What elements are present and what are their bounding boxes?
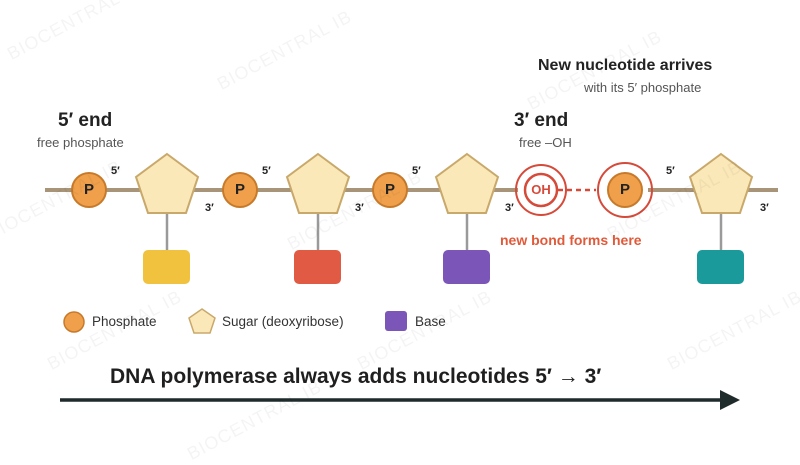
new-bond-note: new bond forms here: [500, 232, 642, 248]
legend-base-label: Base: [415, 314, 446, 329]
five-prime-label: 5′: [111, 165, 120, 177]
phosphate-circle: [71, 172, 107, 208]
incoming-phosphate-ring: [597, 162, 653, 218]
phosphate-symbol: P: [83, 181, 94, 198]
three-prime-label: 3′: [505, 202, 514, 214]
base-red: [294, 250, 341, 284]
five-prime-label: 5′: [412, 165, 421, 177]
sugar-pentagon: [434, 152, 500, 214]
legend-base-icon: [385, 311, 407, 331]
base-teal: [697, 250, 744, 284]
incoming-phosphate-symbol: P: [619, 181, 630, 198]
direction-caption: DNA polymerase always adds nucleotides 5…: [110, 365, 602, 388]
sugar-pentagon: [285, 152, 351, 214]
diagram-canvas: [45, 152, 778, 410]
five-prime-end-subtitle: free phosphate: [37, 135, 124, 150]
three-prime-label: 3′: [205, 202, 214, 214]
five-prime-label: 5′: [262, 165, 271, 177]
incoming-nucleotide-title: New nucleotide arrives: [538, 57, 713, 74]
legend-sugar-label: Sugar (deoxyribose): [222, 314, 344, 329]
hydroxyl-circle: [523, 172, 559, 208]
incoming-phosphate-circle: [607, 172, 643, 208]
hydroxyl-highlight-ring: [515, 164, 567, 216]
three-prime-label: 3′: [355, 202, 364, 214]
hydroxyl-symbol: OH: [531, 182, 551, 197]
sugar-pentagon: [134, 152, 200, 214]
base-purple: [443, 250, 490, 284]
base-yellow: [143, 250, 190, 284]
legend-phosphate-label: Phosphate: [92, 314, 157, 329]
phosphate-symbol: P: [234, 181, 245, 198]
phosphate-symbol: P: [384, 181, 395, 198]
phosphate-circle: [222, 172, 258, 208]
direction-arrow-head-icon: [720, 390, 740, 410]
legend-phosphate-icon: [63, 311, 85, 333]
incoming-nucleotide-subtitle: with its 5′ phosphate: [584, 80, 702, 95]
three-prime-label: 3′: [760, 202, 769, 214]
three-prime-end-title: 3′ end: [514, 110, 569, 131]
three-prime-end-subtitle: free –OH: [519, 135, 572, 150]
sugar-pentagon: [688, 152, 754, 214]
legend-sugar-icon: [188, 308, 216, 334]
five-prime-end-title: 5′ end: [58, 110, 113, 131]
five-prime-label: 5′: [666, 165, 675, 177]
phosphate-circle: [372, 172, 408, 208]
